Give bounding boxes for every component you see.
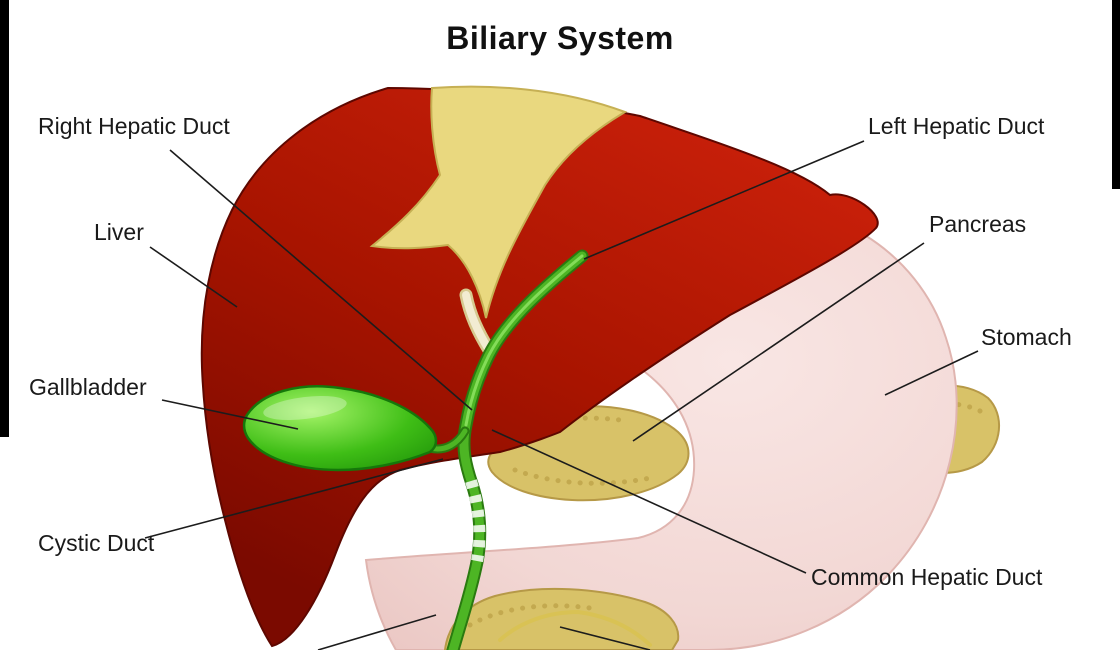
pancreatic-duct-branch-1: [498, 609, 652, 647]
bile-duct-highlight: [464, 254, 584, 427]
label-right-hepatic-duct: Right Hepatic Duct: [38, 113, 230, 139]
leader-line-stomach: [884, 350, 979, 396]
label-gallbladder: Gallbladder: [29, 374, 147, 400]
leader-line-common-hepatic-duct: [491, 429, 807, 574]
pancreas-head-texture: [467, 603, 593, 628]
diagram-title: Biliary System: [446, 20, 674, 56]
label-pancreas: Pancreas: [929, 211, 1027, 237]
bile-duct-tree: [425, 249, 589, 650]
left-edge-bar: [0, 0, 9, 437]
pancreas-texture-2: [512, 467, 653, 486]
label-cystic-duct: Cystic Duct: [38, 530, 155, 556]
leader-line-cutoff-bottom-left: [317, 614, 437, 650]
leader-line-right-hepatic-duct: [169, 149, 473, 411]
label-common-hepatic-duct: Common Hepatic Duct: [811, 564, 1043, 590]
gallbladder-shape: [242, 385, 438, 472]
right-hepatic-duct-highlight: [462, 291, 493, 354]
label-liver: Liver: [94, 219, 144, 245]
right-edge-bar: [1112, 0, 1120, 189]
falciform-ligament-shape: [369, 85, 628, 319]
leader-line-cystic-duct: [144, 458, 444, 539]
liver-shape: [200, 86, 879, 648]
leader-line-gallbladder: [161, 399, 299, 430]
label-left-hepatic-duct: Left Hepatic Duct: [868, 113, 1045, 139]
gallbladder-body: [242, 385, 438, 472]
leader-line-cutoff-bottom-right: [559, 626, 651, 650]
leader-lines: [144, 140, 979, 650]
gallbladder-highlight: [263, 395, 347, 421]
label-stomach: Stomach: [981, 324, 1072, 350]
leader-line-pancreas: [632, 242, 925, 442]
leader-line-liver: [149, 246, 238, 308]
leader-line-left-hepatic-duct: [583, 140, 865, 260]
